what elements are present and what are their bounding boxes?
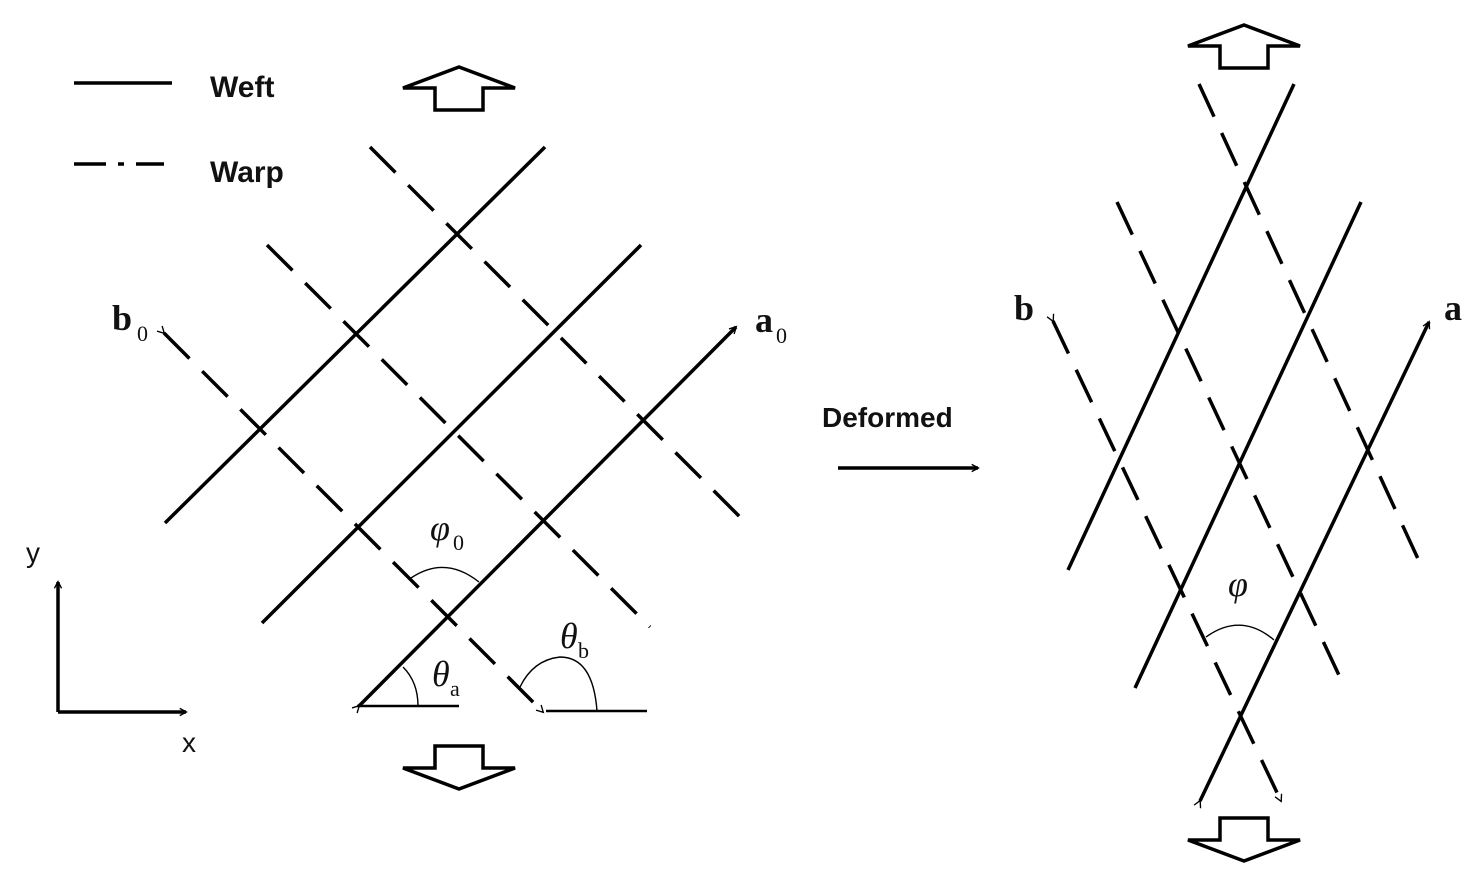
deformed-load-arrow-up	[1187, 23, 1301, 70]
svg-text:θ: θ	[560, 616, 578, 656]
svg-text:a: a	[450, 676, 460, 701]
deformed-load-arrow-down	[1187, 816, 1301, 863]
coordinate-axes: y x	[26, 537, 196, 758]
deformed-warp-yarns	[1046, 83, 1427, 803]
x-axis-label: x	[182, 727, 196, 758]
weft-legend-label: Weft	[210, 71, 274, 104]
weft-yarn-2	[260, 243, 643, 625]
vector-a0-line	[351, 325, 738, 714]
warp-legend-label: Warp	[210, 156, 284, 189]
vector-b0-line	[156, 325, 545, 714]
deformed-warp-yarn-1	[1197, 83, 1427, 575]
svg-text:0: 0	[776, 323, 787, 348]
deformation-transition: Deformed	[822, 402, 980, 473]
vector-a-label: a	[1444, 288, 1462, 328]
legend: Weft Warp	[74, 71, 284, 189]
svg-text:φ: φ	[430, 508, 450, 548]
load-arrow-down	[402, 744, 516, 791]
deformed-warp-yarn-2	[1115, 201, 1347, 689]
warp-yarns	[156, 145, 752, 714]
phi-angle-arc	[1205, 624, 1275, 641]
vector-b-line	[1046, 313, 1283, 803]
phi0-angle-arc	[410, 566, 480, 583]
svg-text:θ: θ	[432, 654, 450, 694]
vector-b-label: b	[1014, 288, 1034, 328]
warp-yarn-1	[368, 145, 752, 529]
y-axis-label: y	[26, 537, 40, 568]
phi0-angle-label: φ 0	[430, 508, 464, 555]
deformed-label: Deformed	[822, 402, 953, 433]
svg-text:0: 0	[137, 321, 148, 346]
vector-a-line	[1193, 320, 1431, 809]
theta-a-angle-label: θ a	[432, 654, 460, 701]
deformed-weft-yarn-1	[1066, 83, 1296, 571]
load-arrow-up	[402, 65, 516, 112]
svg-text:0: 0	[453, 530, 464, 555]
theta-b-angle-arc	[519, 656, 598, 712]
svg-text:a: a	[755, 300, 773, 340]
svg-text:b: b	[578, 638, 589, 663]
theta-b-angle-label: θ b	[560, 616, 589, 663]
svg-text:b: b	[112, 298, 132, 338]
vector-b0-label: b 0	[112, 298, 148, 346]
theta-a-angle-arc	[402, 666, 419, 707]
undeformed-fabric: a 0 b 0 φ 0 θ a θ b	[112, 65, 787, 791]
phi-angle-label: φ	[1228, 564, 1248, 604]
vector-a0-label: a 0	[755, 300, 787, 348]
deformed-fabric: a b φ	[1014, 23, 1462, 863]
deformed-weft-yarn-2	[1133, 201, 1363, 689]
